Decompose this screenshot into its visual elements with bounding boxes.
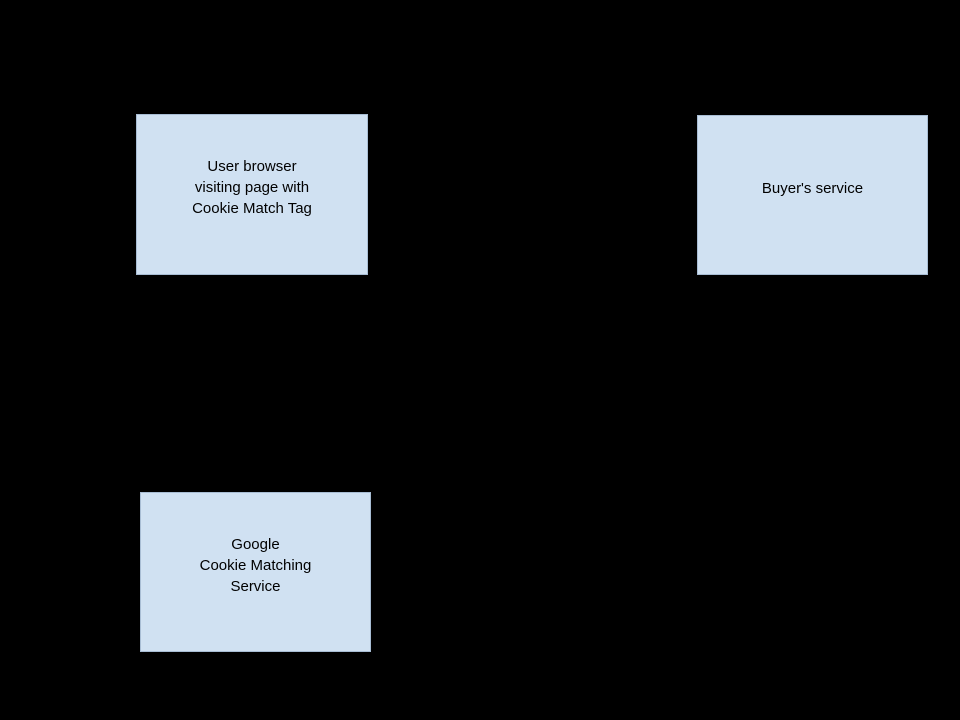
diagram-node-google-cookie-matching[interactable]: Google Cookie Matching Service	[140, 492, 371, 652]
diagram-node-google-cookie-matching-label: Google Cookie Matching Service	[199, 535, 312, 595]
diagram-node-user-browser-label: User browser visiting page with Cookie M…	[192, 158, 312, 217]
diagram-node-buyers-service-label: Buyer's service	[761, 179, 864, 197]
diagram-node-user-browser[interactable]: User browser visiting page with Cookie M…	[136, 114, 368, 275]
diagram-node-buyers-service[interactable]: Buyer's service	[697, 115, 928, 275]
